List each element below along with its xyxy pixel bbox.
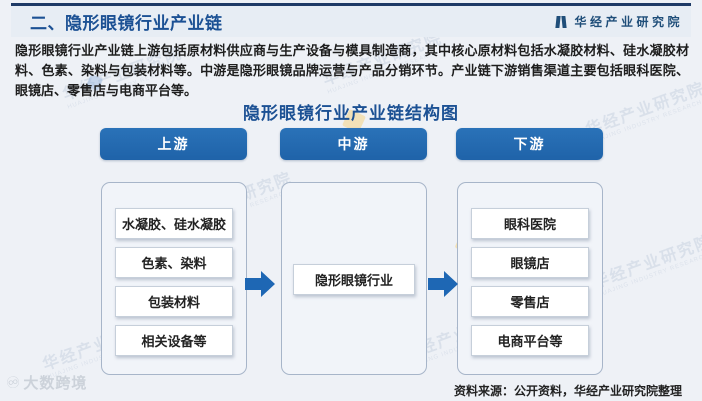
downstream-node: 电商平台等: [471, 325, 589, 356]
upstream-node: 相关设备等: [115, 325, 233, 356]
downstream-node: 零售店: [471, 286, 589, 317]
brand-logo-icon: [555, 15, 568, 28]
flow-arrow-icon: [245, 271, 275, 297]
source-note: 资料来源：公开资料，华经产业研究院整理: [453, 384, 682, 398]
brand-name: 华经产业研究院: [574, 15, 683, 29]
section-title: 二、隐形眼镜行业产业链: [30, 14, 223, 33]
stage-button-midstream: 中游: [280, 128, 427, 160]
midstream-container: 隐形眼镜行业: [281, 182, 427, 375]
flow-arrow-icon: [428, 271, 458, 297]
downstream-node: 眼镜店: [471, 247, 589, 278]
header-band: 二、隐形眼镜行业产业链 华经产业研究院: [11, 3, 691, 37]
corner-watermark-text: 大数跨境: [23, 375, 88, 392]
upstream-node: 水凝胶、硅水凝胶: [115, 208, 233, 239]
corner-watermark: ♾ 大数跨境: [4, 372, 88, 393]
brand: 华经产业研究院: [555, 13, 683, 30]
upstream-container: 水凝胶、硅水凝胶 色素、染料 包装材料 相关设备等: [101, 182, 247, 375]
intro-paragraph: 隐形眼镜行业产业链上游包括原材料供应商与生产设备与模具制造商，其中核心原材料包括…: [15, 43, 689, 98]
corner-watermark-logo-icon: ♾: [4, 373, 23, 393]
diagram-title: 隐形眼镜行业产业链结构图: [243, 104, 459, 123]
stage-button-upstream: 上游: [100, 128, 247, 160]
midstream-node: 隐形眼镜行业: [293, 264, 415, 295]
downstream-container: 眼科医院 眼镜店 零售店 电商平台等: [457, 182, 603, 375]
upstream-node: 色素、染料: [115, 247, 233, 278]
diagonal-watermark: 华经产业研究院 HUAJING INDUSTRY RESEARCH: [590, 232, 702, 299]
stage-button-downstream: 下游: [456, 128, 603, 160]
downstream-node: 眼科医院: [471, 208, 589, 239]
upstream-node: 包装材料: [115, 286, 233, 317]
